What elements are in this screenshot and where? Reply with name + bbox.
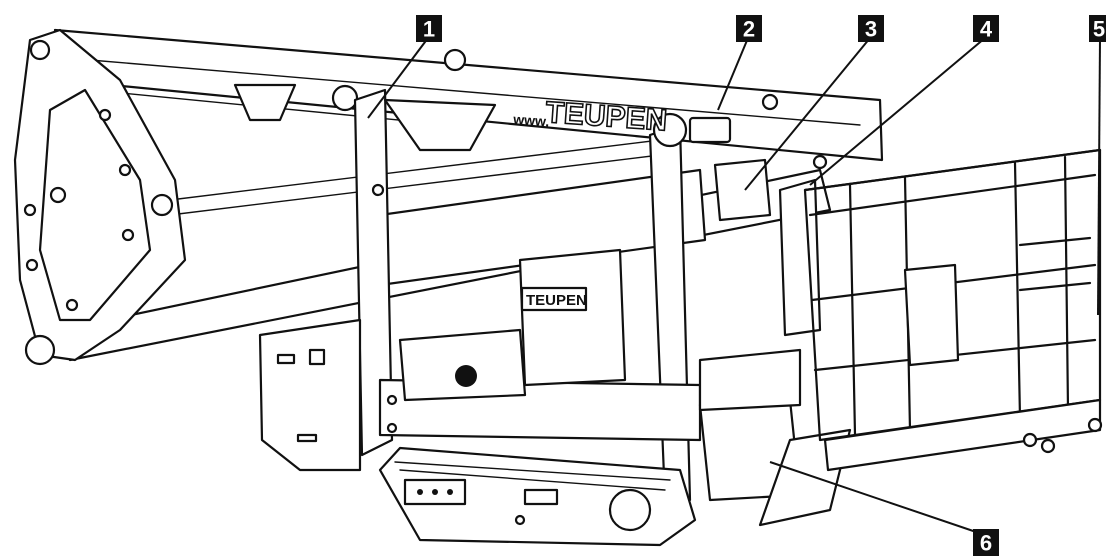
outrigger-support <box>698 348 852 527</box>
engine-cover-logo: TEUPEN <box>526 292 587 309</box>
boom-knuckle-frame <box>13 28 187 366</box>
engine-unit <box>398 248 627 402</box>
crawler-track <box>378 446 697 547</box>
callout-1: 1 <box>416 15 442 42</box>
work-basket <box>803 148 1103 472</box>
boom-url-prefix: www. <box>512 111 550 130</box>
callout-2-label: 2 <box>743 17 755 42</box>
callout-4: 4 <box>973 15 999 42</box>
callout-4-label: 4 <box>980 17 993 42</box>
engine-cover-branding: TEUPEN <box>526 292 587 309</box>
callout-2: 2 <box>736 15 762 42</box>
boom-logo: TEUPEN <box>545 96 669 137</box>
callout-3: 3 <box>858 15 884 42</box>
callout-1-label: 1 <box>423 17 435 42</box>
callout-5: 5 <box>1089 15 1106 42</box>
callout-6: 6 <box>973 529 999 556</box>
callout-3-label: 3 <box>865 17 877 42</box>
callout-leaders <box>367 37 1101 536</box>
callout-6-label: 6 <box>980 531 992 556</box>
callout-5-label: 5 <box>1093 17 1105 42</box>
